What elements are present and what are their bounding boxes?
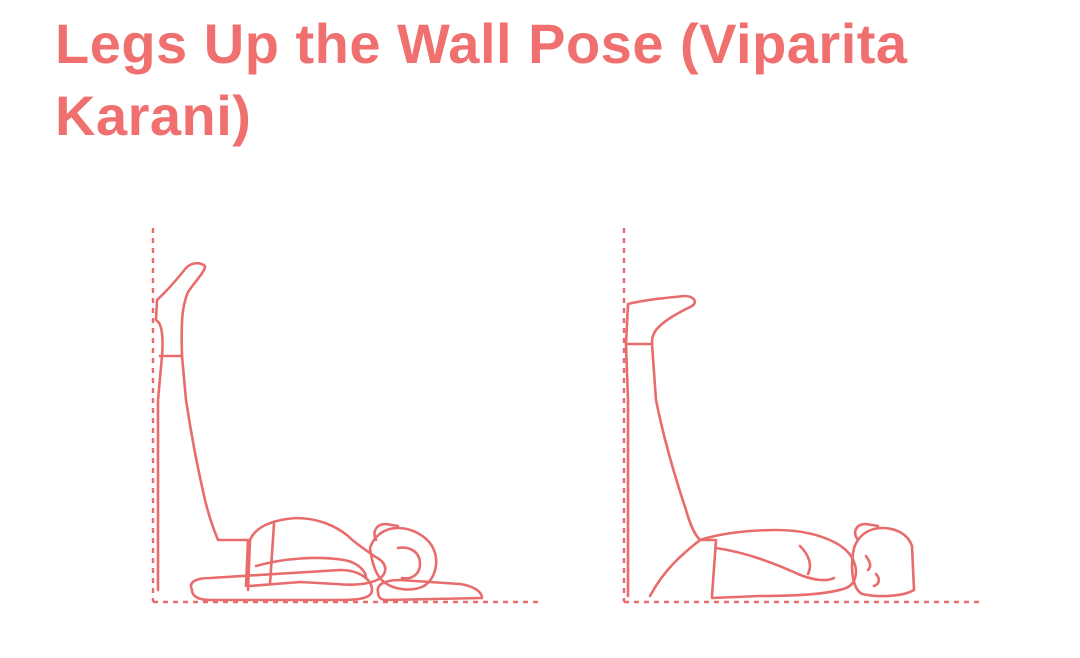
- arm-outline: [254, 556, 368, 580]
- bolster-outline: [189, 568, 374, 602]
- waistband: [244, 522, 276, 588]
- hair-outline: [396, 546, 422, 580]
- legs-outline: [154, 261, 252, 592]
- yoga-pose-bolster-variation-icon: [151, 228, 540, 604]
- face-detail: [864, 554, 881, 588]
- page-title: Legs Up the Wall Pose (Viparita Karani): [55, 12, 908, 147]
- torso-outline: [248, 516, 387, 588]
- hip-outline: [648, 538, 702, 598]
- head-outline: [850, 522, 916, 598]
- arm-outline: [714, 544, 836, 582]
- yoga-pose-flat-variation-icon: [622, 228, 980, 604]
- torso-outline: [698, 528, 858, 600]
- head-outline: [368, 522, 438, 591]
- blanket-outline: [376, 578, 484, 602]
- legs-outline: [624, 294, 718, 598]
